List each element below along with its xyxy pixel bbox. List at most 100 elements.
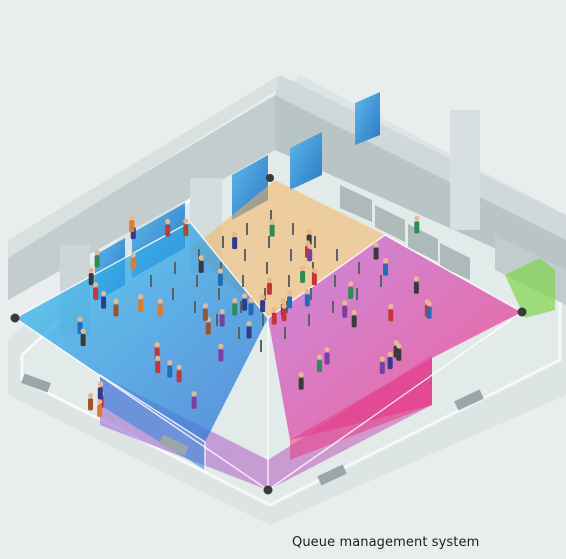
person-head [306,228,312,235]
person-head [348,281,354,287]
person-icon [198,260,204,273]
person-icon [271,312,277,325]
person-icon [324,352,330,365]
stanchion-icon [240,301,242,313]
stanchion-icon [286,301,288,313]
stanchion-icon [310,288,312,300]
cameras [10,174,527,495]
stanchion-icon [358,262,360,274]
stanchion-icon [336,249,338,261]
person-icon [155,361,161,374]
camera-icon [10,313,20,323]
person-icon [281,309,287,322]
person-head [396,343,402,349]
person-head [316,354,323,360]
person-icon [304,294,310,307]
column [450,110,480,230]
benches [21,373,484,486]
person-head [373,242,379,248]
person-head [311,267,317,273]
counter-icon [440,243,470,280]
person-icon [202,308,208,321]
person-head [232,297,238,304]
stanchion-icon [244,249,246,261]
person-head [307,243,313,249]
stanchion-icon [246,223,248,235]
person-icon [413,281,419,294]
person-head [300,265,306,271]
person-icon [101,296,107,309]
person-head [218,343,224,349]
person-icon [113,304,119,317]
person-head [191,391,197,397]
person-head [167,360,173,366]
stanchion-icon [222,236,224,248]
person-icon [167,365,173,378]
person-head [137,294,144,300]
person-icon [94,255,100,268]
person-icon [97,404,103,417]
person-icon [373,247,379,260]
person-icon [165,224,171,237]
person-icon [232,303,238,316]
person-head [94,249,100,256]
person-icon [97,387,103,400]
caption: Queue management system [292,535,480,550]
person-head [154,342,160,348]
counter-icon [408,224,438,262]
person-icon [88,273,94,286]
person-head [157,298,163,304]
person-icon [298,377,304,390]
person-icon [342,305,348,318]
person-head [97,381,103,388]
stanchion-icon [334,275,336,287]
stanchion-icon [284,327,286,339]
stanchion-icon [380,275,382,287]
person-head [202,303,208,309]
person-icon [88,398,94,411]
stanchion-icon [308,314,310,326]
person-icon [287,296,293,309]
person-head [100,291,107,297]
bench [159,434,189,456]
person-icon [351,315,357,328]
person-head [130,252,136,258]
camera-icon [266,174,274,182]
camera-icon [517,307,527,317]
person-head [266,277,273,283]
stanchion-icon [216,314,218,326]
person-icon [217,274,223,287]
person-head [260,294,266,300]
zone-pink [268,235,522,440]
person-icon [219,314,225,327]
person-icon [183,224,189,237]
person-icon [176,370,182,383]
person-head [324,346,330,353]
person-head [414,215,420,221]
person-head [351,309,357,316]
person-icon [388,309,394,322]
person-head [217,268,223,274]
person-head [413,276,419,282]
stanchion-icon [290,249,292,261]
zone-blue [15,222,268,442]
person-head [388,303,394,310]
person-icon [242,298,248,311]
person-head [198,255,204,261]
person-icon [414,221,420,234]
person-icon [266,282,272,295]
stanchion-icon [218,288,220,300]
person-head [176,364,182,370]
person-icon [311,273,317,286]
person-icon [260,300,266,313]
crowd [77,210,432,417]
person-icon [426,306,432,319]
person-head [286,290,293,296]
stanchion-icon [262,314,264,326]
person-head [232,231,238,237]
person-head [304,288,310,294]
counter-icon [340,185,372,222]
person-head [92,281,99,288]
stanchion-icon [266,262,268,274]
